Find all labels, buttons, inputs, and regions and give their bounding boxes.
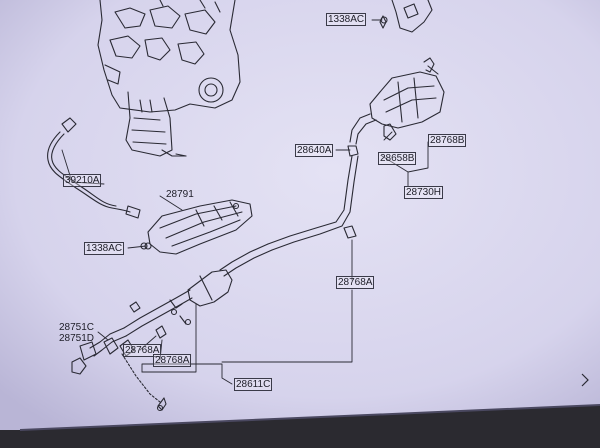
part-label-28768a-right: 28768A [336, 276, 375, 289]
part-label-28751d: 28751D [59, 333, 95, 344]
part-label-28730h: 28730H [404, 186, 444, 199]
bolt-icon [140, 242, 148, 250]
engine-block-drawing [97, 0, 241, 157]
bolt-icon [156, 404, 164, 412]
part-label-28640a: 28640A [295, 144, 334, 157]
part-label-28768b: 28768B [428, 134, 467, 147]
front-flange-drawing [71, 325, 167, 411]
heat-shield-drawing [144, 199, 253, 255]
scroll-arrow-icon [581, 373, 589, 387]
part-label-1338ac-top: 1338AC [326, 13, 367, 26]
oxygen-sensor-drawing [47, 117, 141, 219]
part-label-28768a-lower2: 28768A [153, 354, 192, 367]
bolt-icon [380, 16, 388, 24]
part-label-39210a: 39210A [63, 174, 102, 187]
part-label-28658b: 28658B [378, 152, 417, 165]
paper-sheet [0, 0, 600, 430]
part-label-28768a-lower1: 28768A [123, 344, 162, 357]
part-label-1338ac-left: 1338AC [84, 242, 125, 255]
center-muffler-drawing [123, 243, 273, 337]
catalytic-converter-drawing [349, 57, 445, 145]
part-label-28611c: 28611C [234, 378, 273, 391]
leader-lines [61, 19, 429, 385]
part-label-28751c: 28751C [59, 322, 95, 333]
front-pipe-drawing [267, 145, 359, 251]
part-label-28791: 28791 [166, 189, 194, 200]
monitor-bezel [0, 405, 600, 448]
